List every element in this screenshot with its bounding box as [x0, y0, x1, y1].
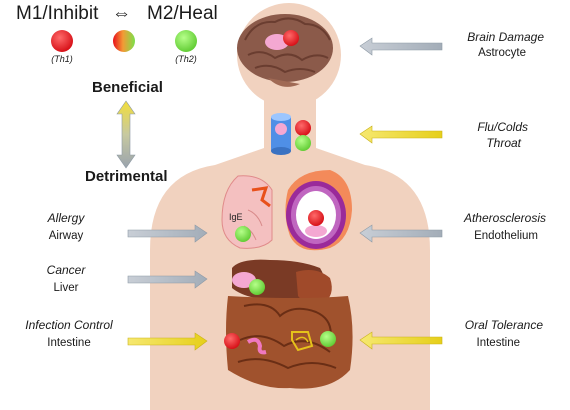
brain-damage-label: Brain Damage [467, 30, 544, 44]
cancer-label: Cancer [46, 263, 86, 277]
th1-label: (Th1) [51, 54, 73, 64]
infection-control-label: Infection Control [25, 318, 113, 332]
lung-image [221, 175, 273, 249]
arrow-allergy [127, 224, 208, 243]
oral-tolerance-label: Oral Tolerance [464, 318, 543, 332]
ige-label: IgE [229, 212, 243, 222]
astrocyte-label: Astrocyte [478, 47, 526, 59]
throat-label: Throat [486, 136, 521, 150]
atherosclerosis-label: Atherosclerosis [463, 211, 546, 225]
intestine-left-label: Intestine [47, 337, 91, 349]
arrow-atherosclerosis [359, 224, 443, 243]
arrow-flu-colds [359, 125, 443, 144]
m2-label: M2/Heal [147, 3, 218, 24]
liver-label: Liver [53, 282, 79, 294]
throat-cylinder [271, 113, 311, 155]
arrow-brain-damage [359, 37, 443, 56]
airway-label: Airway [48, 230, 84, 242]
digestive-organs-image [224, 259, 353, 389]
th2-label: (Th2) [175, 54, 197, 64]
artery-image [285, 170, 352, 251]
beneficial-detrimental-arrow [116, 100, 136, 169]
m1-label: M1/Inhibit [16, 3, 99, 24]
transition-circle [113, 30, 135, 52]
m1-circle [51, 30, 73, 52]
arrow-cancer [127, 270, 208, 289]
detrimental-label: Detrimental [85, 168, 168, 185]
beneficial-label: Beneficial [92, 79, 163, 96]
allergy-label: Allergy [47, 211, 85, 225]
flu-colds-label: Flu/Colds [477, 120, 528, 134]
intestine-right-label: Intestine [476, 337, 520, 349]
arrow-oral-tolerance [359, 331, 443, 350]
m2-circle [175, 30, 197, 52]
exchange-arrow-icon: ⇔ [112, 3, 131, 24]
arrow-infection-control [127, 332, 208, 351]
brain-image [237, 14, 333, 87]
endothelium-label: Endothelium [474, 230, 538, 242]
